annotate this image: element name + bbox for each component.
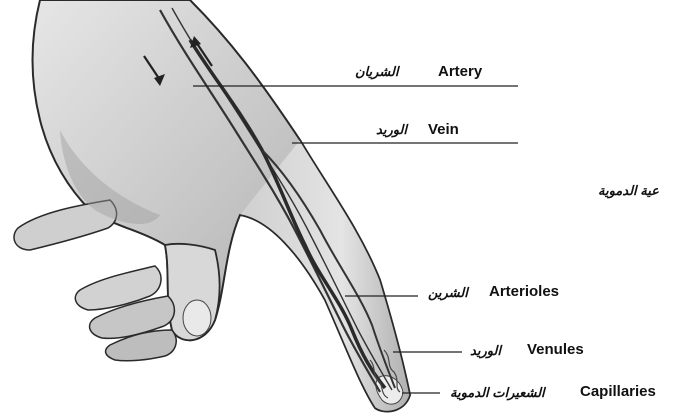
side-heading-ar: عية الدموية: [598, 183, 659, 199]
arterioles-label-ar: الشرين: [428, 285, 468, 301]
venules-label-ar: الوريد: [470, 343, 501, 359]
arterioles-label-en: Arterioles: [489, 283, 559, 300]
artery-label-en: Artery: [438, 63, 482, 80]
vein-label-en: Vein: [428, 121, 459, 138]
vein-label-ar: الوريد: [376, 122, 407, 138]
venules-label-en: Venules: [527, 341, 584, 358]
thumb-nail: [183, 300, 211, 336]
artery-label-ar: الشريان: [355, 64, 398, 80]
capillaries-label-ar: الشعيرات الدموية: [450, 385, 545, 401]
capillaries-label-en: Capillaries: [580, 383, 656, 400]
